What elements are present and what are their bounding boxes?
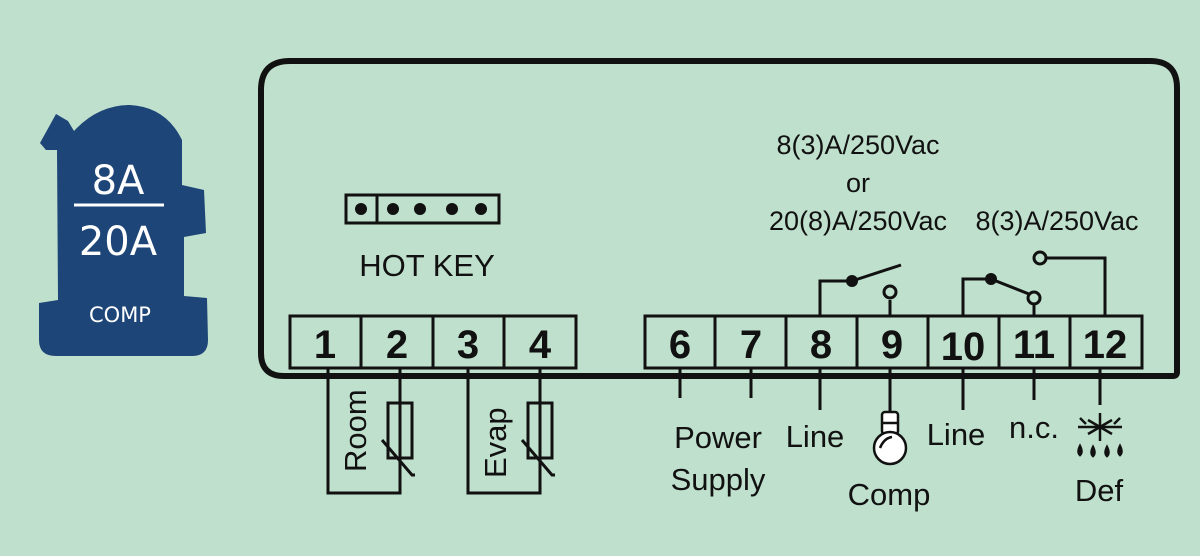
power-label-line1: Power: [674, 420, 762, 455]
terminal-2: 2: [386, 323, 408, 367]
defrost-rating: 8(3)A/250Vac: [975, 206, 1138, 236]
line-10-label: Line: [927, 417, 986, 452]
terminal-7: 7: [740, 323, 762, 367]
compressor-badge: 8A 20A COMP: [39, 105, 208, 356]
defrost-relay: [961, 250, 1107, 316]
compressor-relay: [818, 263, 902, 316]
terminal-4: 4: [529, 323, 552, 367]
evap-probe: [466, 368, 555, 495]
room-label: Room: [338, 389, 373, 472]
comp-label: Comp: [848, 477, 931, 512]
hot-key-pin: [446, 203, 458, 215]
terminal-9: 9: [881, 323, 903, 367]
hot-key-pin: [355, 203, 367, 215]
terminal-strip-left: [288, 314, 578, 370]
nc-label: n.c.: [1009, 410, 1059, 445]
terminal-3: 3: [457, 323, 479, 367]
hot-key-pin: [475, 203, 487, 215]
hot-key-connector: [344, 193, 501, 225]
compressor-rating-or: or: [846, 168, 870, 198]
room-probe: [326, 368, 415, 495]
badge-top-label: 8A: [92, 158, 145, 204]
terminal-8: 8: [810, 323, 832, 367]
controller-outline: [258, 58, 1180, 379]
terminal-strip-right: [643, 314, 1144, 370]
terminal-1: 1: [314, 323, 336, 367]
hot-key-label: HOT KEY: [359, 248, 495, 283]
defrost-icon: [1077, 413, 1123, 458]
power-label-line2: Supply: [671, 462, 766, 497]
terminal-6: 6: [669, 323, 691, 367]
badge-shape: [39, 105, 208, 356]
compressor-rating-line1: 8(3)A/250Vac: [776, 130, 939, 160]
hot-key-pin: [414, 203, 426, 215]
terminal-12: 12: [1083, 323, 1128, 367]
hot-key-socket: [344, 193, 501, 225]
hot-key-pin: [387, 203, 399, 215]
badge-caption: COMP: [89, 303, 151, 327]
line-8-label: Line: [786, 419, 845, 454]
power-supply-leads: [678, 368, 753, 398]
def-label: Def: [1075, 473, 1124, 508]
terminal-10: 10: [941, 325, 986, 369]
compressor-icon: [872, 410, 908, 466]
evap-label: Evap: [478, 407, 513, 478]
terminal-11: 11: [1013, 323, 1055, 367]
compressor-rating-line2: 20(8)A/250Vac: [769, 206, 947, 236]
badge-bottom-label: 20A: [79, 219, 158, 265]
